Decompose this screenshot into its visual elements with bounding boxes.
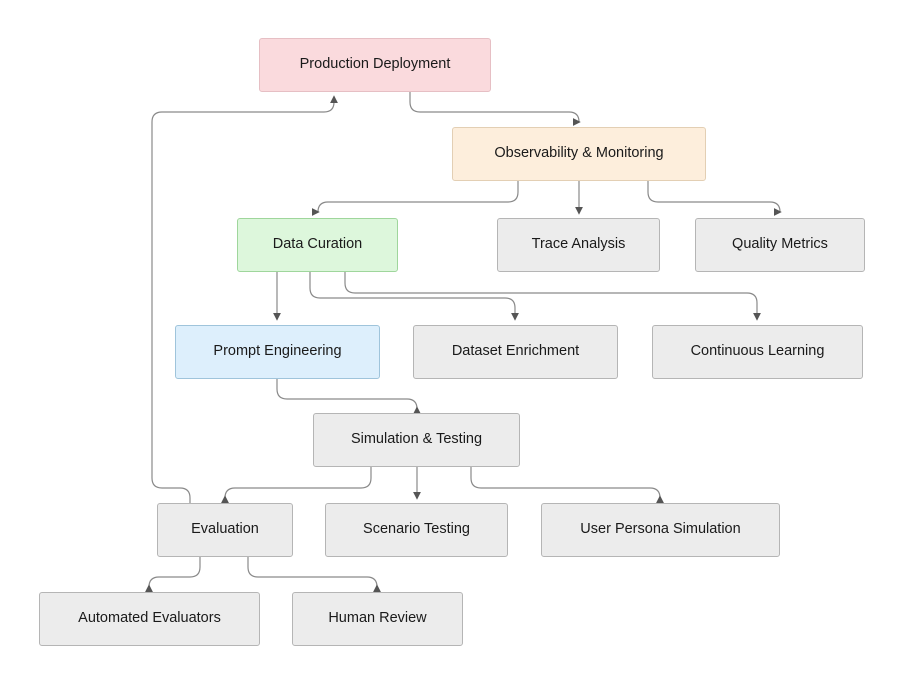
node-observability-monitoring[interactable]: Observability & Monitoring xyxy=(452,127,706,181)
edge-simulation-testing-to-user-persona-simulation xyxy=(470,466,664,504)
node-automated-evaluators[interactable]: Automated Evaluators xyxy=(39,592,260,646)
node-label-scenario-testing: Scenario Testing xyxy=(363,521,470,538)
node-production-deployment[interactable]: Production Deployment xyxy=(259,38,491,92)
edge-observability-to-quality-metrics xyxy=(647,180,784,214)
edge-production-deployment-to-observability xyxy=(409,91,583,124)
node-human-review[interactable]: Human Review xyxy=(292,592,463,646)
node-simulation-testing[interactable]: Simulation & Testing xyxy=(313,413,520,467)
node-user-persona-simulation[interactable]: User Persona Simulation xyxy=(541,503,780,557)
node-dataset-enrichment[interactable]: Dataset Enrichment xyxy=(413,325,618,379)
node-label-evaluation: Evaluation xyxy=(191,521,259,538)
node-continuous-learning[interactable]: Continuous Learning xyxy=(652,325,863,379)
node-prompt-engineering[interactable]: Prompt Engineering xyxy=(175,325,380,379)
node-label-dataset-enrichment: Dataset Enrichment xyxy=(451,343,580,360)
node-label-quality-metrics: Quality Metrics xyxy=(732,236,828,253)
node-trace-analysis[interactable]: Trace Analysis xyxy=(497,218,660,272)
node-label-human-review: Human Review xyxy=(328,610,427,627)
edge-simulation-testing-to-evaluation xyxy=(221,466,372,504)
node-label-user-persona-simulation: User Persona Simulation xyxy=(580,521,741,538)
node-label-continuous-learning: Continuous Learning xyxy=(690,343,825,360)
edge-evaluation-to-production-deployment xyxy=(151,95,338,504)
node-label-trace-analysis: Trace Analysis xyxy=(531,236,626,253)
node-evaluation[interactable]: Evaluation xyxy=(157,503,293,557)
edge-data-curation-to-dataset-enrichment xyxy=(309,271,519,321)
edge-prompt-engineering-to-simulation-testing xyxy=(276,378,421,415)
node-data-curation[interactable]: Data Curation xyxy=(237,218,398,272)
edge-evaluation-to-automated-evaluators xyxy=(145,556,201,593)
edge-evaluation-to-human-review xyxy=(247,556,381,593)
node-label-observability-monitoring: Observability & Monitoring xyxy=(494,145,664,162)
node-scenario-testing[interactable]: Scenario Testing xyxy=(325,503,508,557)
node-label-prompt-engineering: Prompt Engineering xyxy=(213,343,342,360)
node-label-data-curation: Data Curation xyxy=(272,236,363,253)
node-quality-metrics[interactable]: Quality Metrics xyxy=(695,218,865,272)
node-label-simulation-testing: Simulation & Testing xyxy=(350,431,483,448)
edge-observability-to-data-curation xyxy=(314,180,519,214)
node-label-production-deployment: Production Deployment xyxy=(299,56,451,73)
node-label-automated-evaluators: Automated Evaluators xyxy=(78,610,221,627)
edge-data-curation-to-continuous-learning xyxy=(344,271,761,321)
